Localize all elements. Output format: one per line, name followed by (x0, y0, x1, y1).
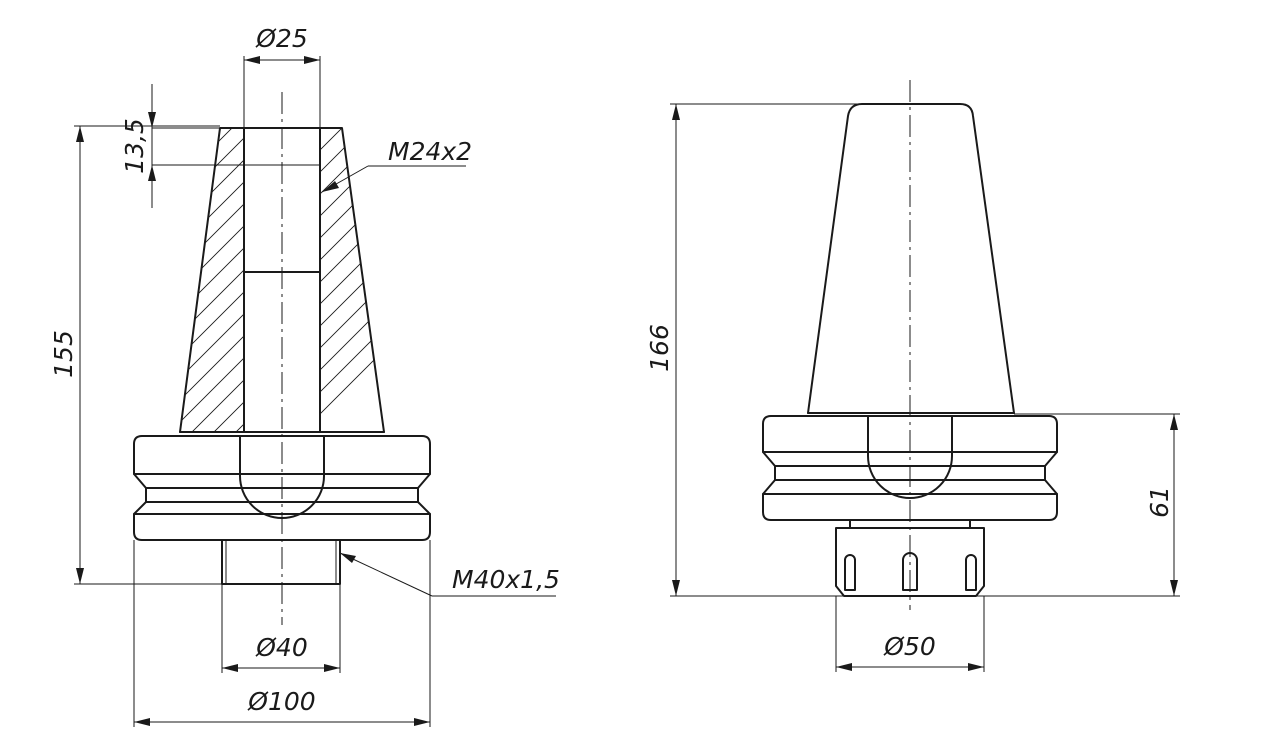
nose-thread (221, 539, 341, 585)
dim-height-155: 155 (49, 330, 78, 378)
label-m24x2: M24x2 (388, 137, 472, 166)
right-exterior-view (762, 80, 1058, 610)
dim-height-166: 166 (645, 324, 674, 372)
taper-outline (179, 127, 385, 433)
dim-dia-100: Ø100 (247, 687, 315, 716)
label-m40x1-5: M40x1,5 (452, 565, 560, 594)
left-section-view (133, 92, 431, 625)
flange-outline (133, 435, 431, 541)
dim-dia-25: Ø25 (255, 24, 308, 53)
flange-outline-right (762, 415, 1058, 521)
right-dimensions: 166 61 Ø50 (645, 103, 1180, 672)
drive-slot-right (867, 415, 953, 499)
dim-dia-40: Ø40 (255, 633, 308, 662)
nut-slot-center (902, 552, 918, 591)
dim-dia-50: Ø50 (883, 632, 936, 661)
dim-lower-61: 61 (1145, 486, 1174, 518)
taper-outline-right (807, 103, 1015, 414)
nut-slot-left (844, 554, 856, 591)
section-hatching (180, 128, 384, 432)
left-dimensions: Ø25 13,5 155 M24x2 M40x1,5 Ø40 (49, 24, 560, 727)
nut-slot-right (965, 554, 977, 591)
dim-depth-13-5: 13,5 (120, 118, 149, 174)
